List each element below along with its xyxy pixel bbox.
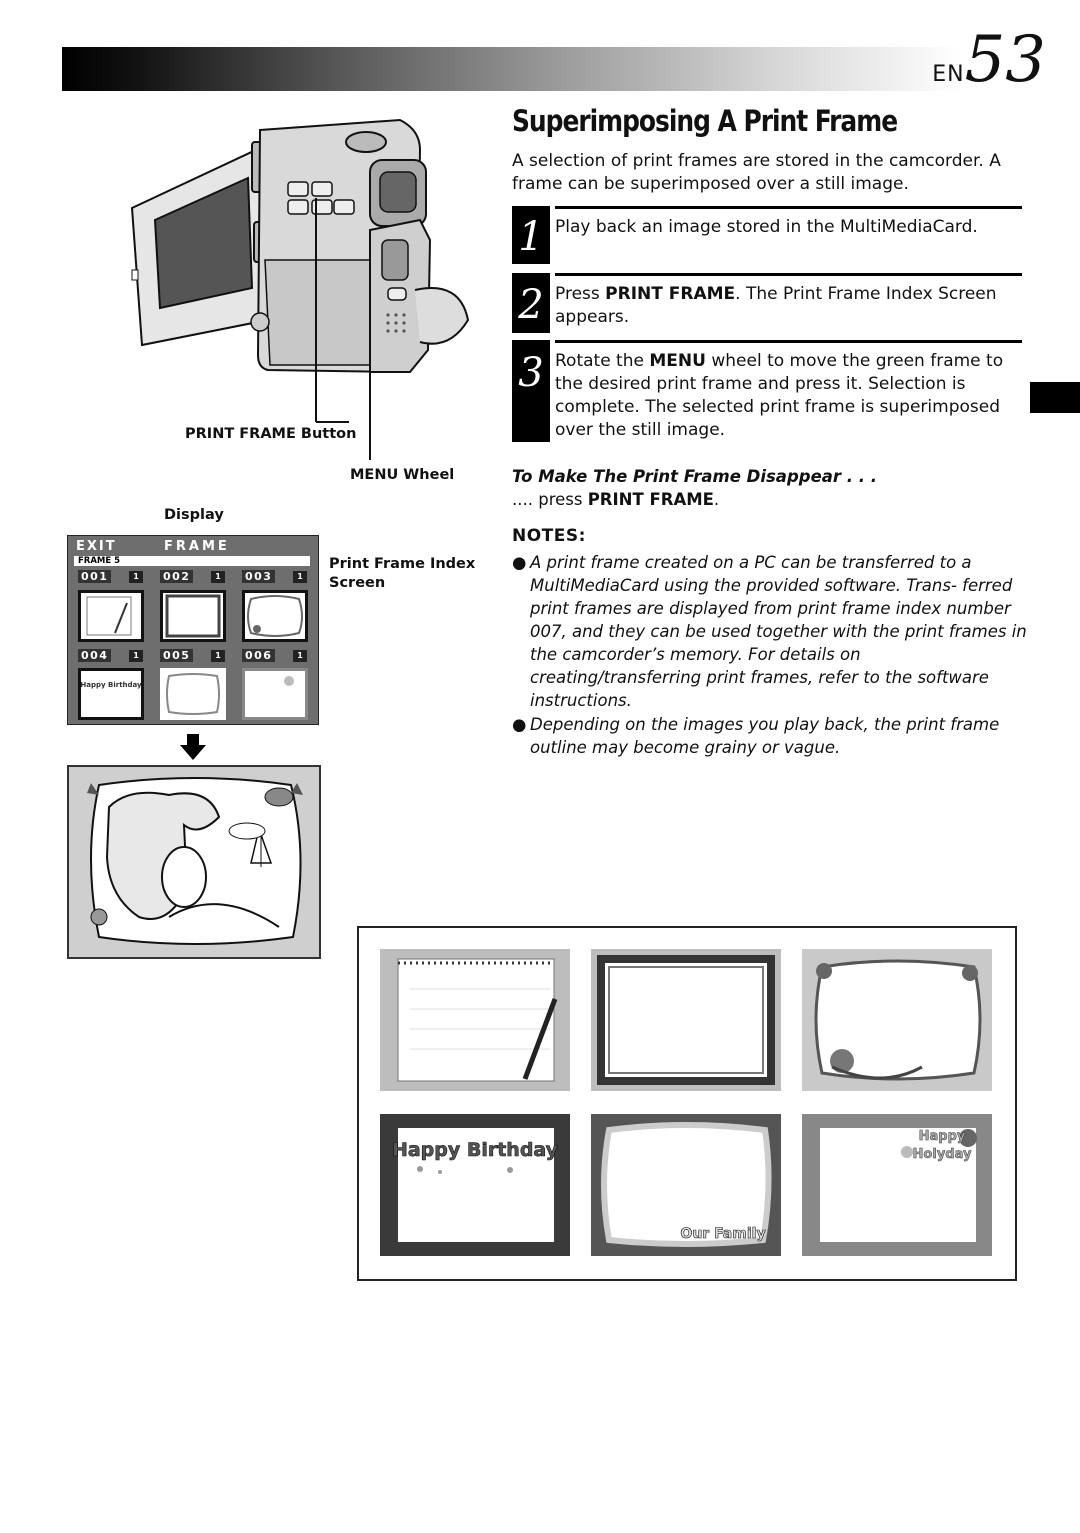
step-2-number: 2 <box>512 273 550 333</box>
print-frame-samples-panel: Happy Birthday Our Family Happy Holyday <box>357 926 1017 1281</box>
note-text-2: Depending on the images you play back, t… <box>530 715 1000 757</box>
note-item-1: ● A print frame created on a PC can be t… <box>512 551 1027 713</box>
print-frame-index-label-line1: Print Frame Index <box>329 556 476 572</box>
notes-heading: NOTES: <box>512 526 586 546</box>
step-1: 1 Play back an image stored in the Multi… <box>512 206 1022 264</box>
birthday-banner-text: Happy Birthday <box>392 1139 559 1161</box>
intro-paragraph: A selection of print frames are stored i… <box>512 151 1001 194</box>
camcorder-illustration <box>130 118 470 460</box>
note-text-1: A print frame created on a PC can be tra… <box>530 553 1027 710</box>
disappear-instruction: .... press PRINT FRAME. <box>512 490 720 509</box>
frame-thumb-notepad[interactable] <box>78 590 144 642</box>
frame-thumb-family-selected[interactable] <box>160 668 226 720</box>
step-3: 3 Rotate the MENU wheel to move the gree… <box>512 340 1022 442</box>
bullet-icon: ● <box>512 553 527 572</box>
step-1-number: 1 <box>512 206 550 264</box>
holiday-text-line2: Holyday <box>913 1147 972 1162</box>
menu-wheel-label: MENU Wheel <box>350 467 455 483</box>
lcd-title: FRAME <box>164 539 230 554</box>
lcd-exit-label[interactable]: EXIT <box>76 539 117 554</box>
note-item-2: ● Depending on the images you play back,… <box>512 713 1027 761</box>
superimposed-still-image <box>67 765 321 959</box>
step-2: 2 Press PRINT FRAME. The Print Frame Ind… <box>512 273 1022 333</box>
step-1-rule <box>555 206 1022 209</box>
frame-thumb-holly[interactable] <box>242 590 308 642</box>
step-2-text: Press PRINT FRAME. The Print Frame Index… <box>555 284 997 327</box>
step-3-text: Rotate the MENU wheel to move the green … <box>555 351 1004 440</box>
family-banner-text: Our Family <box>680 1226 765 1242</box>
down-arrow-icon <box>180 734 206 760</box>
print-frame-button-label: PRINT FRAME Button <box>185 426 357 442</box>
step-2-rule <box>555 273 1022 276</box>
bullet-icon: ● <box>512 715 527 734</box>
frame-thumb-birthday[interactable]: Happy Birthday <box>78 668 144 720</box>
sample-frame-birthday: Happy Birthday <box>380 1114 570 1256</box>
sample-frame-notepad <box>380 949 570 1091</box>
frame-thumb-ornate[interactable] <box>160 590 226 642</box>
sample-frame-family: Our Family <box>591 1114 781 1256</box>
sample-frame-holiday: Happy Holyday <box>802 1114 992 1256</box>
holiday-text-line1: Happy <box>919 1129 966 1144</box>
step-1-text: Play back an image stored in the MultiMe… <box>555 217 978 237</box>
section-tab-marker <box>1030 382 1080 413</box>
page-number: EN53 <box>932 23 1046 97</box>
step-3-number: 3 <box>512 340 550 442</box>
header-gradient-bar <box>62 47 962 91</box>
sample-frame-holly <box>802 949 992 1091</box>
disappear-heading: To Make The Print Frame Disappear . . . <box>512 467 878 486</box>
page-title: Superimposing A Print Frame <box>512 104 898 138</box>
birthday-thumb-text: Happy Birthday <box>81 681 141 689</box>
frame-thumb-holiday[interactable] <box>242 668 308 720</box>
sample-frame-ornate <box>591 949 781 1091</box>
display-label: Display <box>164 507 224 523</box>
lcd-frame-number: FRAME 5 <box>74 556 310 566</box>
print-frame-index-label-line2: Screen <box>329 575 386 591</box>
step-3-rule <box>555 340 1022 343</box>
